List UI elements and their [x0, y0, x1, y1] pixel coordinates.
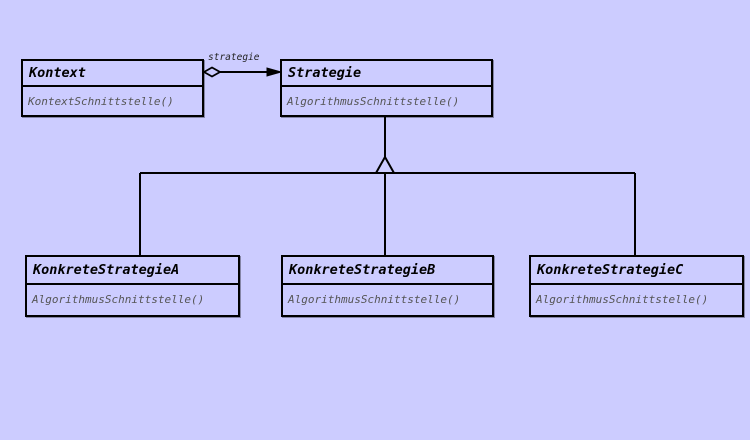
class-strategie[interactable]: Strategie AlgorithmusSchnittstelle()	[280, 59, 493, 117]
class-konkrete-strategie-c[interactable]: KonkreteStrategieC AlgorithmusSchnittste…	[529, 255, 744, 317]
class-konkrete-strategie-b[interactable]: KonkreteStrategieB AlgorithmusSchnittste…	[281, 255, 494, 317]
class-konkrete-strategie-a[interactable]: KonkreteStrategieA AlgorithmusSchnittste…	[25, 255, 240, 317]
class-name: KonkreteStrategieA	[27, 257, 238, 285]
association-arrowhead	[266, 67, 283, 77]
class-name: KonkreteStrategieC	[531, 257, 742, 285]
class-operation: AlgorithmusSchnittstelle()	[32, 293, 205, 306]
aggregation-diamond	[202, 66, 222, 78]
class-operation: AlgorithmusSchnittstelle()	[536, 293, 709, 306]
class-name: Strategie	[282, 61, 491, 87]
class-kontext[interactable]: Kontext KontextSchnittstelle()	[21, 59, 204, 117]
association-label: strategie	[208, 52, 260, 63]
inheritance-triangle	[374, 154, 396, 174]
class-name: Kontext	[23, 61, 202, 87]
class-operation: KontextSchnittstelle()	[28, 95, 174, 108]
class-name: KonkreteStrategieB	[283, 257, 492, 285]
class-operation: AlgorithmusSchnittstelle()	[287, 95, 460, 108]
class-operation: AlgorithmusSchnittstelle()	[288, 293, 461, 306]
